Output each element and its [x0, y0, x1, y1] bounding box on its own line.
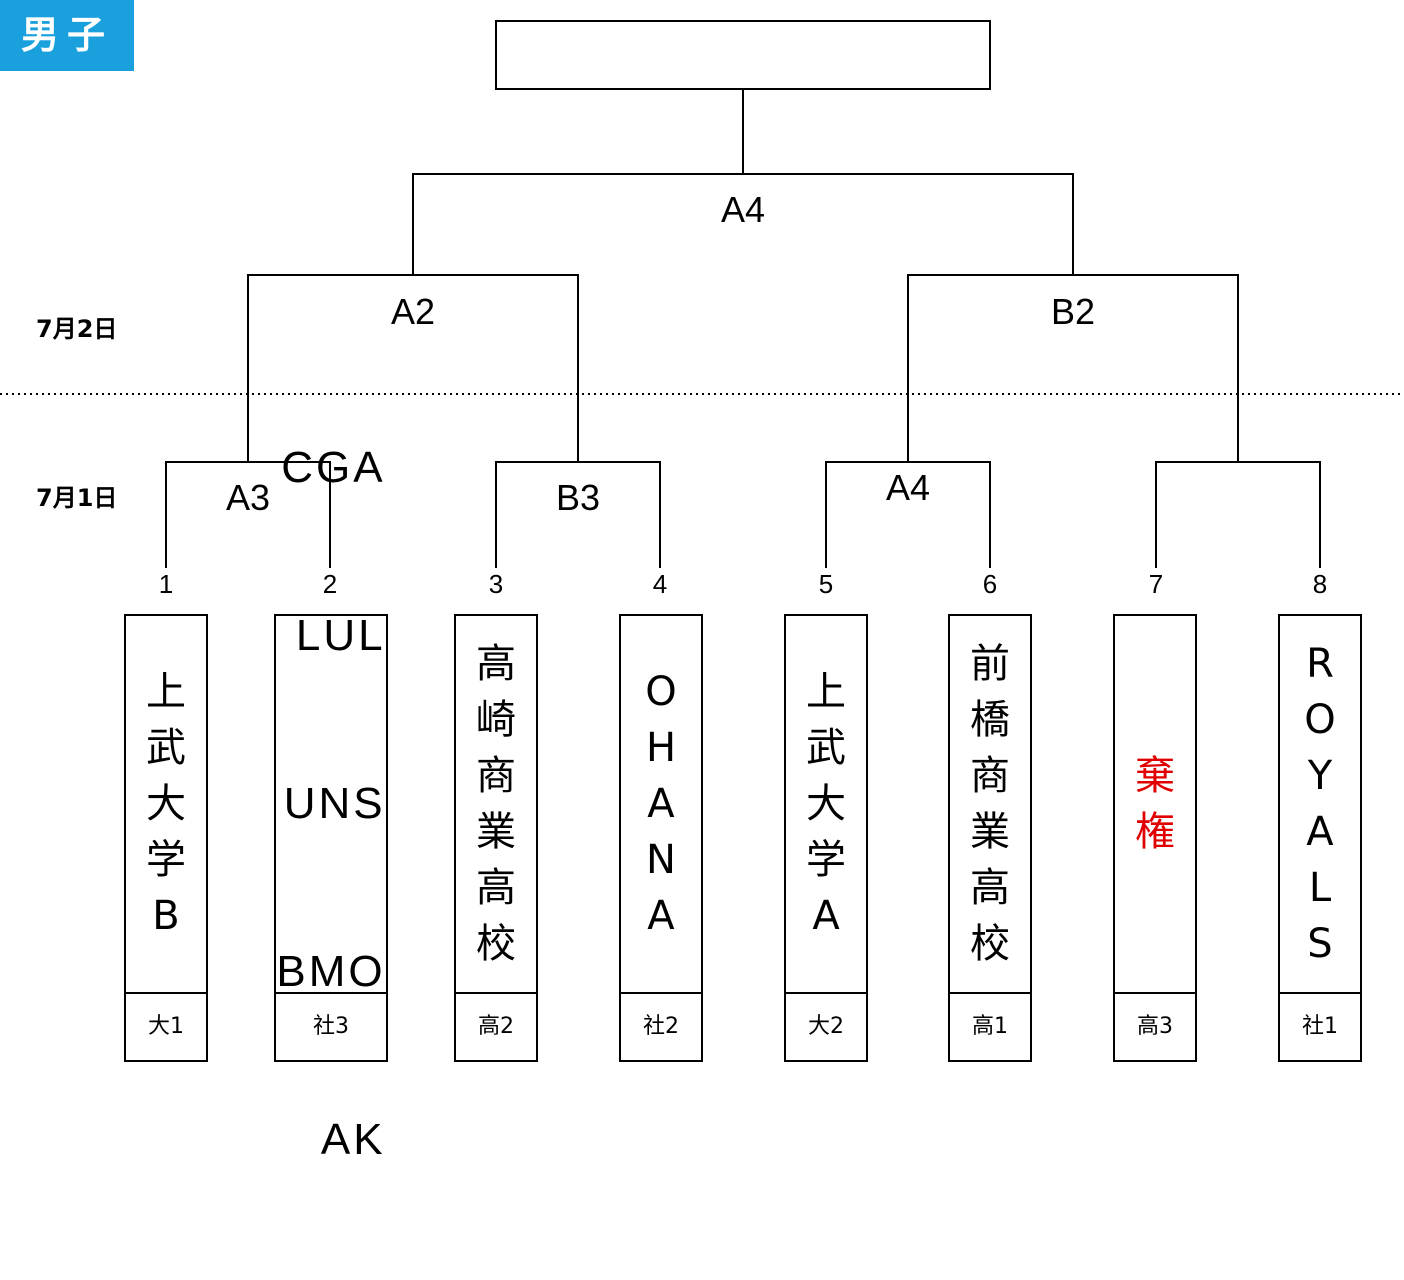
team-box-8: R O Y A L S 社1 — [1278, 614, 1362, 1062]
team-name-char: 高 — [970, 865, 1010, 911]
team-name-char: 業 — [476, 809, 516, 855]
seed-number: 4 — [652, 569, 668, 599]
team-name: R O Y A L S — [1280, 616, 1360, 994]
team-name-char: 商 — [970, 753, 1010, 799]
team-name-char: O — [645, 669, 677, 715]
team-name-char: L — [1308, 865, 1332, 911]
team-name-char: 棄 — [1135, 753, 1175, 799]
team-box-6: 前 橋 商 業 高 校 高1 — [948, 614, 1032, 1062]
team-code: 高1 — [972, 1014, 1008, 1039]
team-name-line: UNS — [283, 779, 386, 828]
team-name-char: H — [645, 725, 677, 771]
team-name-char: 業 — [970, 809, 1010, 855]
team-name-char: S — [1307, 921, 1333, 967]
team-box-5: 上 武 大 学 A 大2 — [784, 614, 868, 1062]
final-bracket — [412, 173, 1074, 275]
team-box-7: 棄 権 高3 — [1113, 614, 1197, 1062]
team-box-2: CGA LUL UNS BMO AK 社3 — [274, 443, 388, 1164]
semi-right-bracket — [907, 274, 1239, 462]
match-label-round1-2: B3 — [555, 477, 601, 518]
team-name-char: 崎 — [476, 697, 516, 743]
team-code: 高2 — [478, 1014, 514, 1039]
round1-bracket-3 — [825, 461, 991, 568]
team-box-1: 上 武 大 学 B 大1 — [124, 614, 208, 1062]
team-name-line: CGA — [281, 443, 386, 492]
match-label-round1-1: A3 — [225, 477, 271, 518]
seed-number: 5 — [818, 569, 834, 599]
team-code: 高3 — [1137, 1014, 1173, 1039]
team-name: O H A N A — [621, 616, 701, 994]
team-name: 高 崎 商 業 高 校 — [456, 616, 536, 994]
team-name: CGA LUL UNS BMO AK — [276, 443, 386, 1164]
bracket-lines — [0, 20, 1404, 568]
team-name-char: Y — [1307, 753, 1333, 799]
team-name-char: 校 — [970, 921, 1010, 967]
forfeit-label: 棄 権 — [1135, 748, 1175, 860]
round1-bracket-4 — [1155, 461, 1321, 568]
date-day1: 7月1日 — [36, 484, 118, 512]
team-name-char: 権 — [1135, 809, 1175, 855]
team-box-4: O H A N A 社2 — [619, 614, 703, 1062]
team-name-char: 前 — [970, 641, 1010, 687]
seed-number: 2 — [322, 569, 338, 599]
match-label-round1-3: A4 — [885, 467, 931, 508]
round1-bracket-2 — [495, 461, 661, 568]
team-name-char: 橋 — [970, 697, 1010, 743]
date-day2: 7月2日 — [36, 315, 118, 343]
team-name-char: 高 — [476, 865, 516, 911]
team-name-char: B — [152, 893, 180, 939]
team-name-char: 大 — [146, 781, 186, 827]
team-name-char: A — [812, 893, 840, 939]
match-label-semi-left: A2 — [390, 291, 436, 332]
semi-left-bracket — [247, 274, 579, 462]
team-name-char: A — [647, 893, 675, 939]
team-name-char: 武 — [146, 725, 186, 771]
seed-number: 8 — [1312, 569, 1328, 599]
team-name-char: 学 — [806, 837, 846, 883]
seed-number: 3 — [488, 569, 504, 599]
team-name-char: 学 — [146, 837, 186, 883]
match-label-semi-right: B2 — [1050, 291, 1096, 332]
team-code: 社2 — [643, 1014, 679, 1039]
team-name-char: A — [647, 781, 675, 827]
champion-box — [495, 20, 991, 90]
seed-number: 7 — [1148, 569, 1164, 599]
team-name-char: R — [1306, 641, 1334, 687]
team-code: 大1 — [148, 1014, 184, 1039]
team-box-3: 高 崎 商 業 高 校 高2 — [454, 614, 538, 1062]
team-name: 前 橋 商 業 高 校 — [950, 616, 1030, 994]
team-name-char: 商 — [476, 753, 516, 799]
team-name-char: 大 — [806, 781, 846, 827]
team-code: 社3 — [313, 1014, 349, 1039]
seed-number: 6 — [982, 569, 998, 599]
team-name-char: 上 — [146, 669, 186, 715]
team-name-char: 武 — [806, 725, 846, 771]
division-badge: 男子 — [0, 0, 134, 71]
team-name-line: LUL — [295, 611, 386, 660]
team-name-char: 上 — [806, 669, 846, 715]
team-name-char: O — [1304, 697, 1336, 743]
seed-number: 1 — [158, 569, 174, 599]
team-name: 上 武 大 学 B — [126, 616, 206, 994]
team-name-char: A — [1306, 809, 1334, 855]
team-name: 棄 権 — [1115, 616, 1195, 994]
team-name-char: N — [646, 837, 676, 883]
team-name: 上 武 大 学 A — [786, 616, 866, 994]
team-name-line: AK — [320, 1115, 386, 1164]
team-code: 社1 — [1302, 1014, 1338, 1039]
round1-bracket-1 — [165, 461, 331, 568]
team-name-char: 高 — [476, 641, 516, 687]
match-label-final: A4 — [720, 189, 766, 230]
team-code: 大2 — [808, 1014, 844, 1039]
team-name-line: BMO — [276, 947, 386, 996]
team-name-char: 校 — [476, 921, 516, 967]
